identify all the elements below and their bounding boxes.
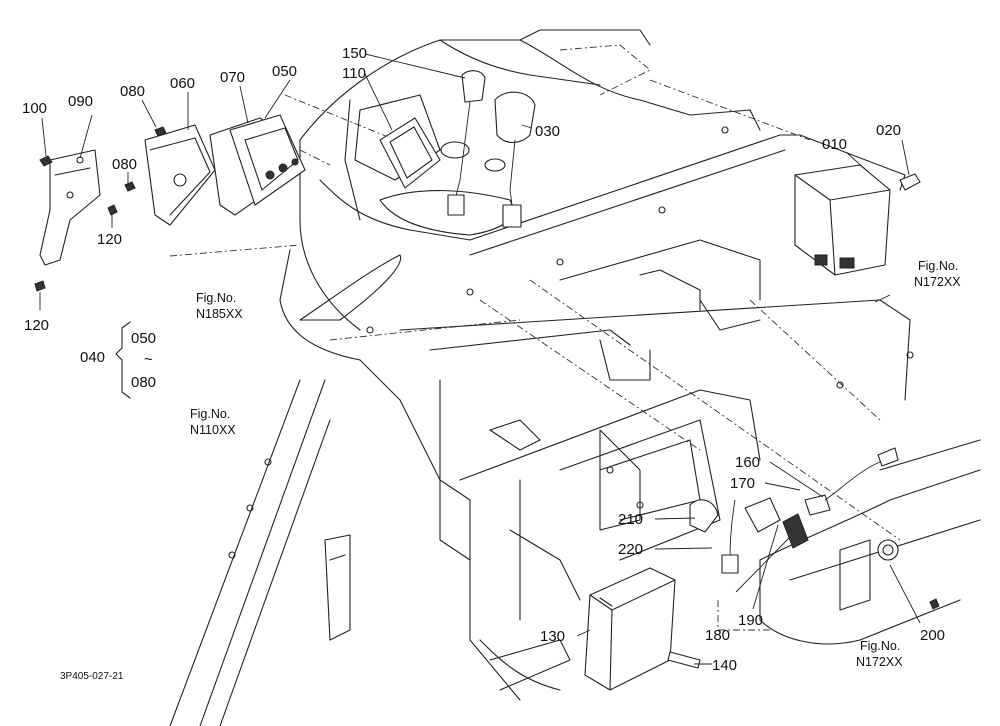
bracket-090-drawing [34,126,167,292]
callout-080-mid: 080 [112,156,137,173]
callout-labels: 150 110 030 010 020 050 070 060 080 090 … [22,45,945,674]
callout-050: 050 [272,63,297,80]
callout-120-bottom: 120 [24,317,49,334]
fig-ref-n185-label: Fig.No. [196,291,236,305]
callout-040: 040 [80,349,105,366]
callout-220: 220 [618,541,643,558]
callout-150: 150 [342,45,367,62]
leader-lines [39,53,921,665]
callout-030: 030 [535,123,560,140]
callout-190: 190 [738,612,763,629]
fig-ref-n185-code: N185XX [196,307,243,321]
callout-070: 070 [220,69,245,86]
range-to-080: 080 [131,374,156,391]
module-130-drawing [584,567,701,691]
callout-060: 060 [170,75,195,92]
range-tilde: ~ [144,351,153,368]
callout-200: 200 [920,627,945,644]
meter-assembly-drawing [144,114,306,226]
figure-references: Fig.No. N185XX Fig.No. N110XX Fig.No. N1… [190,259,961,669]
callout-020: 020 [876,122,901,139]
callout-180: 180 [705,627,730,644]
fig-ref-n172-bottom-code: N172XX [856,655,903,669]
callout-140: 140 [712,657,737,674]
fig-ref-n110-label: Fig.No. [190,407,230,421]
callout-210: 210 [618,511,643,528]
callout-100: 100 [22,100,47,117]
callout-090: 090 [68,93,93,110]
fig-ref-n110-code: N110XX [190,423,236,437]
fig-ref-n172-bottom-label: Fig.No. [860,639,900,653]
callout-010: 010 [822,136,847,153]
switch-parts-drawing [689,447,940,610]
controller-010-drawing [794,164,921,276]
group-bracket [115,321,131,399]
callout-130: 130 [540,628,565,645]
fig-ref-n172-top-label: Fig.No. [918,259,958,273]
drawing-id: 3P405-027-21 [60,671,124,682]
callout-160: 160 [735,454,760,471]
dash-parts-drawing [379,70,536,228]
range-from-050: 050 [131,330,156,347]
callout-170: 170 [730,475,755,492]
fig-ref-n172-top-code: N172XX [914,275,961,289]
callout-110: 110 [342,65,366,82]
callout-120-mid: 120 [97,231,122,248]
cab-frame [169,29,981,726]
callout-080-top: 080 [120,83,145,100]
